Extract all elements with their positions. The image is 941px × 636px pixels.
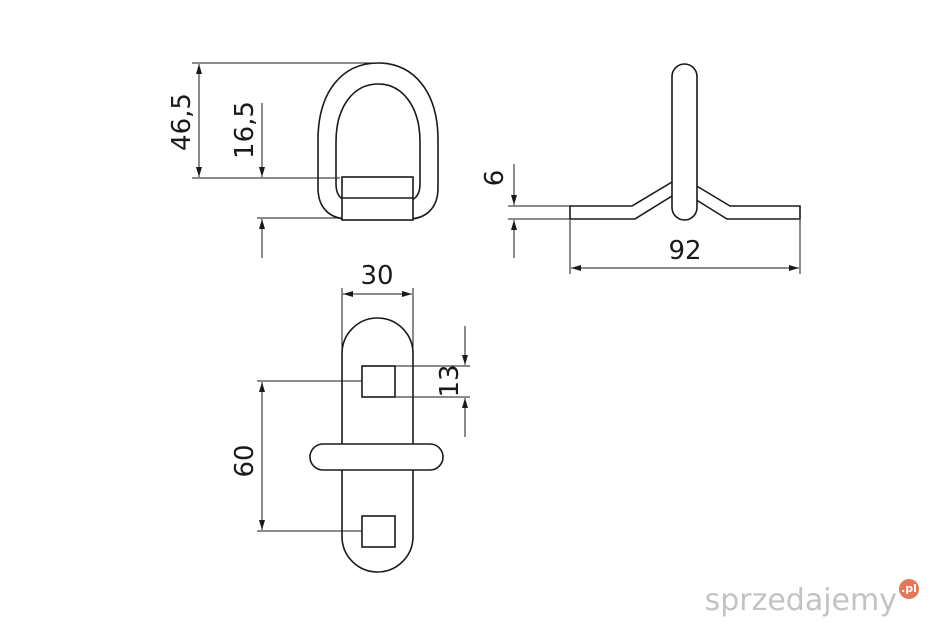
side-view: [569, 63, 801, 221]
dim-label-ring-inner: 16,5: [230, 101, 260, 159]
top-hole-lower: [361, 515, 396, 548]
side-ring: [671, 63, 698, 221]
watermark-brand: sprzedajemy: [704, 583, 897, 618]
ring-front-view: [317, 62, 439, 221]
dim-label-ring-height: 46,5: [167, 93, 197, 151]
dim-label-plate-thickness: 6: [480, 170, 510, 187]
dim-label-plate-width: 30: [360, 261, 393, 291]
top-hole-upper: [361, 365, 396, 398]
watermark: sprzedajemy .pl: [704, 579, 919, 618]
dim-label-hole-spacing: 60: [230, 444, 260, 477]
top-view: [309, 317, 444, 573]
dim-label-plate-length: 92: [668, 236, 701, 266]
top-ring-bar: [309, 443, 444, 471]
watermark-badge: .pl: [899, 579, 919, 599]
dim-label-hole-size: 13: [435, 364, 465, 397]
